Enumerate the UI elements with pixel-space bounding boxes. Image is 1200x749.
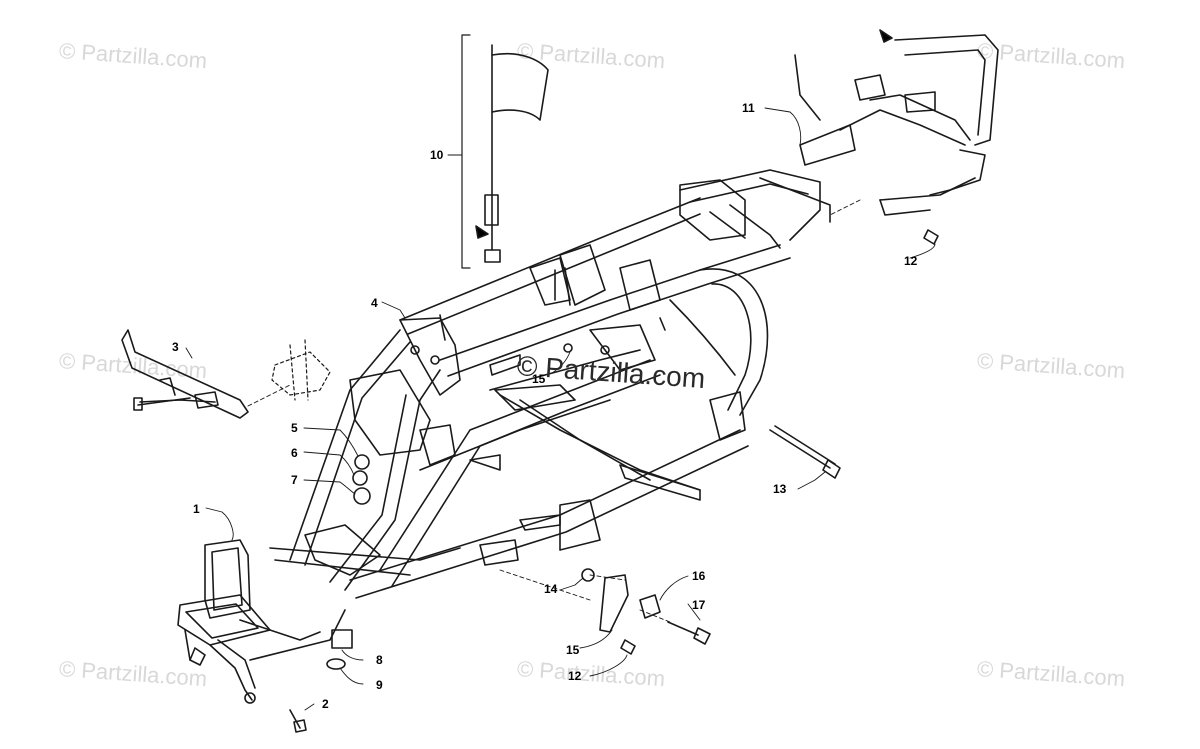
leader-lines (185, 107, 936, 711)
callout-16: 16 (692, 569, 706, 583)
fasteners (137, 229, 939, 733)
callout-15-upper: 15 (532, 372, 546, 386)
callout-1: 1 (193, 502, 200, 516)
callout-11: 11 (742, 101, 755, 115)
callout-17: 17 (692, 598, 706, 612)
main-frame (269, 169, 831, 599)
steering-bracket-ghost (271, 339, 331, 401)
callout-13: 13 (773, 482, 787, 496)
callout-9: 9 (376, 678, 383, 692)
callout-7: 7 (291, 473, 298, 487)
callout-6: 6 (291, 446, 298, 460)
callout-5: 5 (291, 421, 298, 435)
callout-8: 8 (376, 653, 383, 667)
callout-2: 2 (322, 697, 329, 711)
callout-12-lower: 12 (568, 669, 582, 683)
flag-assembly (461, 34, 549, 269)
front-bumper (177, 539, 346, 704)
callout-15-lower: 15 (566, 643, 580, 657)
callout-12-upper: 12 (904, 254, 918, 268)
rear-rack (794, 29, 999, 216)
callout-3: 3 (172, 340, 179, 354)
callout-10: 10 (430, 148, 444, 162)
callout-14: 14 (544, 582, 558, 596)
callout-4: 4 (371, 296, 378, 310)
